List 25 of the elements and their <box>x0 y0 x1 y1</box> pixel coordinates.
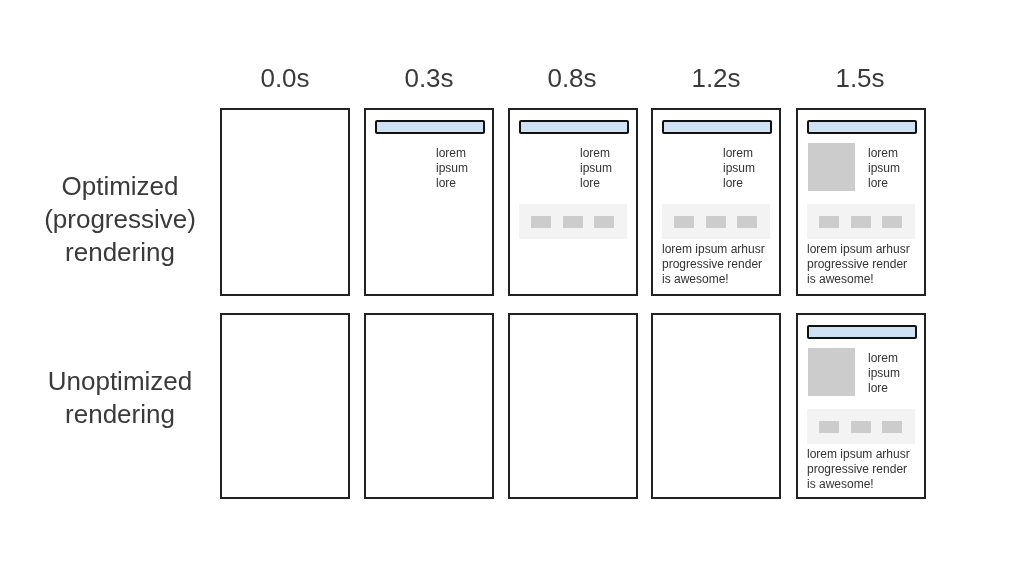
placeholder-text: lorem ipsum lore <box>723 146 756 191</box>
placeholder-text: lorem ipsum lore <box>436 146 469 191</box>
time-label: 0.0s <box>260 62 310 95</box>
paragraph-text: lorem ipsum arhusr progressive render is awesome! <box>807 447 911 492</box>
screen-frame <box>651 108 781 296</box>
time-label: 1.2s <box>691 62 741 95</box>
screen-frame <box>796 313 926 499</box>
screen-frame <box>220 313 350 499</box>
screen-frame <box>508 108 638 296</box>
placeholder-text: lorem ipsum lore <box>580 146 613 191</box>
screen-frame <box>508 313 638 499</box>
paragraph-text: lorem ipsum arhusr progressive render is awesome! <box>807 242 911 287</box>
row-label: Optimized (progressive) rendering <box>43 170 197 269</box>
screen-frame <box>364 313 494 499</box>
screen-frame <box>651 313 781 499</box>
placeholder-text: lorem ipsum lore <box>868 351 901 396</box>
time-label: 1.5s <box>835 62 885 95</box>
screen-frame <box>364 108 494 296</box>
screen-frame <box>796 108 926 296</box>
row-label: Unoptimized rendering <box>46 365 194 431</box>
screen-frame <box>220 108 350 296</box>
time-label: 0.3s <box>404 62 454 95</box>
placeholder-text: lorem ipsum lore <box>868 146 901 191</box>
time-label: 0.8s <box>547 62 597 95</box>
paragraph-text: lorem ipsum arhusr progressive render is awesome! <box>662 242 766 287</box>
